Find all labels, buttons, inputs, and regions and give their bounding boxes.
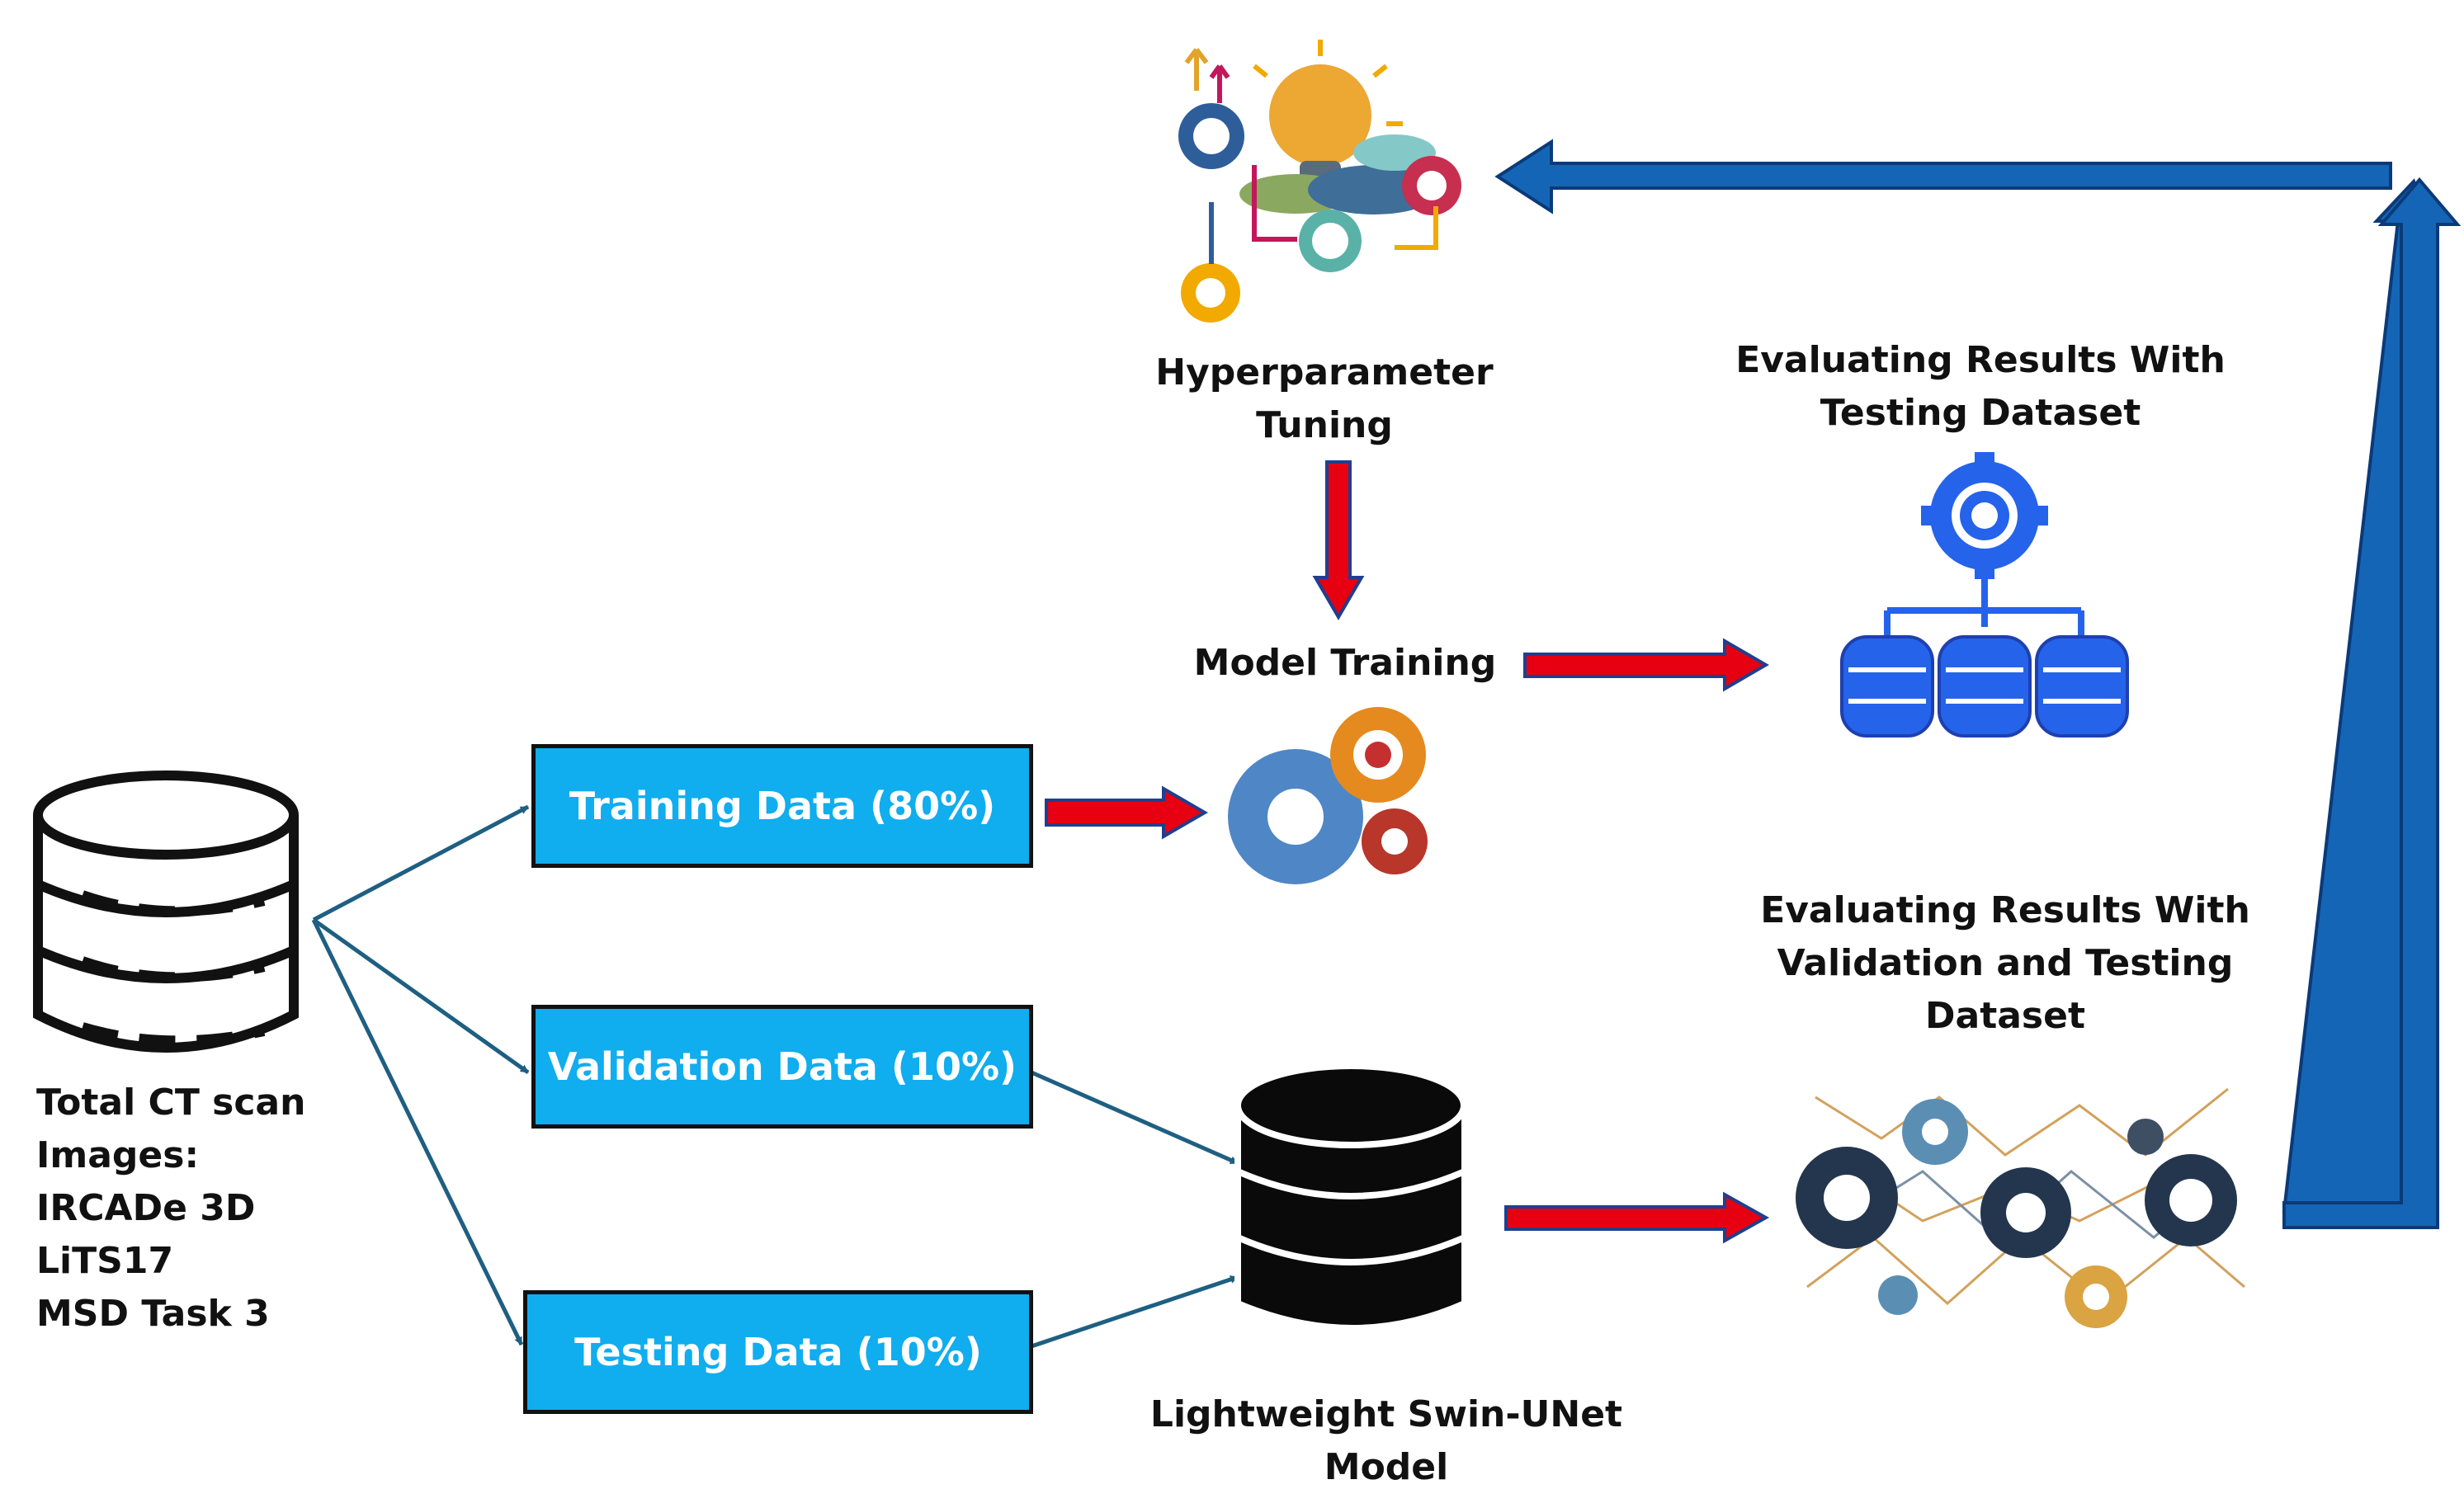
source-label-line: Images: xyxy=(36,1134,200,1176)
arrow-tuning-to-training xyxy=(1312,460,1365,620)
arrow-training-to-eval xyxy=(1523,638,1769,692)
arrow-training-to-gears xyxy=(1045,785,1208,840)
training-data-label: Training Data (80%) xyxy=(569,784,996,828)
testing-data-label: Testing Data (10%) xyxy=(574,1330,982,1374)
arrow-model-to-eval xyxy=(1504,1191,1770,1244)
source-label-line: LiTS17 xyxy=(36,1240,174,1282)
idea-bulb-icon xyxy=(1178,40,1461,323)
validation-data-label: Validation Data (10%) xyxy=(547,1044,1017,1089)
split-connectors xyxy=(311,804,1239,1349)
flow-arrows xyxy=(1045,460,1770,1244)
feedback-arrow-path xyxy=(1494,139,2462,1229)
source-label-line: MSD Task 3 xyxy=(36,1293,270,1335)
eval-testing-label: Evaluating Results With Testing Dataset xyxy=(1735,339,2226,434)
gear-database-icon xyxy=(1840,452,2129,738)
source-label: Total CT scan Images: IRCADe 3D LiTS17 M… xyxy=(36,1077,366,1341)
eval-validation-label: Evaluating Results With Validation and T… xyxy=(1760,889,2250,1037)
source-label-line: Total CT scan xyxy=(36,1082,306,1124)
training-data-box: Training Data (80%) xyxy=(531,744,1033,868)
database-icon xyxy=(33,770,299,1053)
gears-icon xyxy=(1228,707,1428,884)
network-gears-icon xyxy=(1796,1087,2245,1328)
testing-data-box: Testing Data (10%) xyxy=(523,1290,1033,1414)
validation-data-box: Validation Data (10%) xyxy=(531,1005,1033,1129)
model-label: Lightweight Swin-UNet Model xyxy=(1149,1393,1623,1488)
hyperparameter-label: Hyperparameter Tuning xyxy=(1155,351,1494,446)
black-database-icon xyxy=(1234,1063,1468,1331)
model-training-label: Model Training xyxy=(1193,642,1497,684)
source-label-line: IRCADe 3D xyxy=(36,1187,256,1229)
